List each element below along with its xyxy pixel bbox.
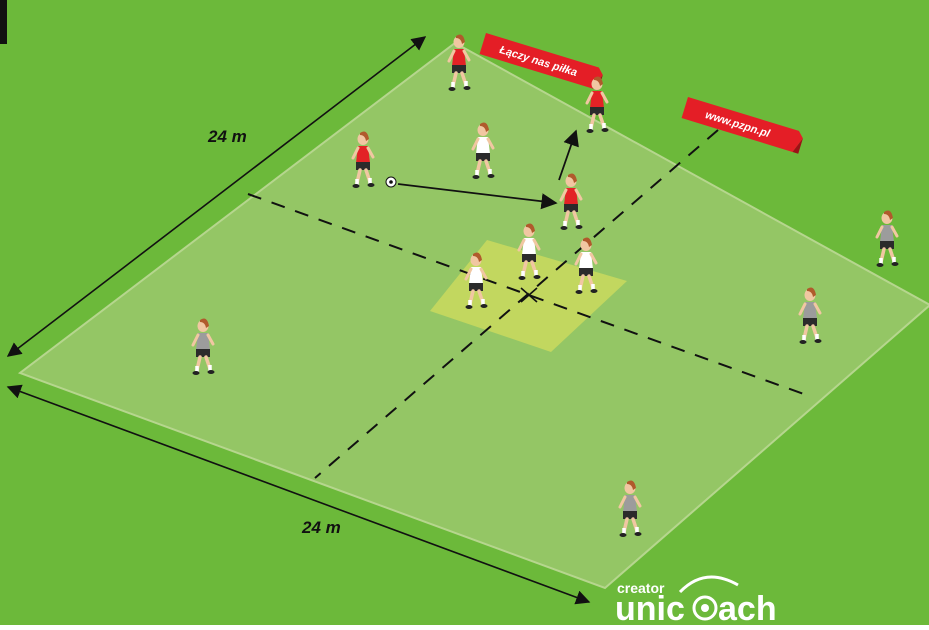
unicoach-logo: creator unic ach	[615, 575, 777, 628]
quarter-line-vertical	[314, 129, 719, 479]
logo-small-text: creator	[617, 580, 665, 596]
run-arrow	[558, 129, 579, 181]
dimension-label-bottom: 24 m	[301, 518, 341, 537]
zone-cross-2	[520, 287, 538, 303]
dimension-arrow-bottom	[6, 384, 591, 605]
logo-big-left: unic	[615, 590, 685, 625]
ball-icon	[385, 176, 397, 188]
pass-arrow	[397, 183, 558, 210]
dimension-arrow-left	[6, 36, 427, 357]
dimension-label-top: 24 m	[207, 127, 247, 146]
ball-logo-icon	[678, 575, 739, 621]
logo-big-right: ach	[718, 590, 777, 625]
corner-marker	[0, 0, 7, 44]
